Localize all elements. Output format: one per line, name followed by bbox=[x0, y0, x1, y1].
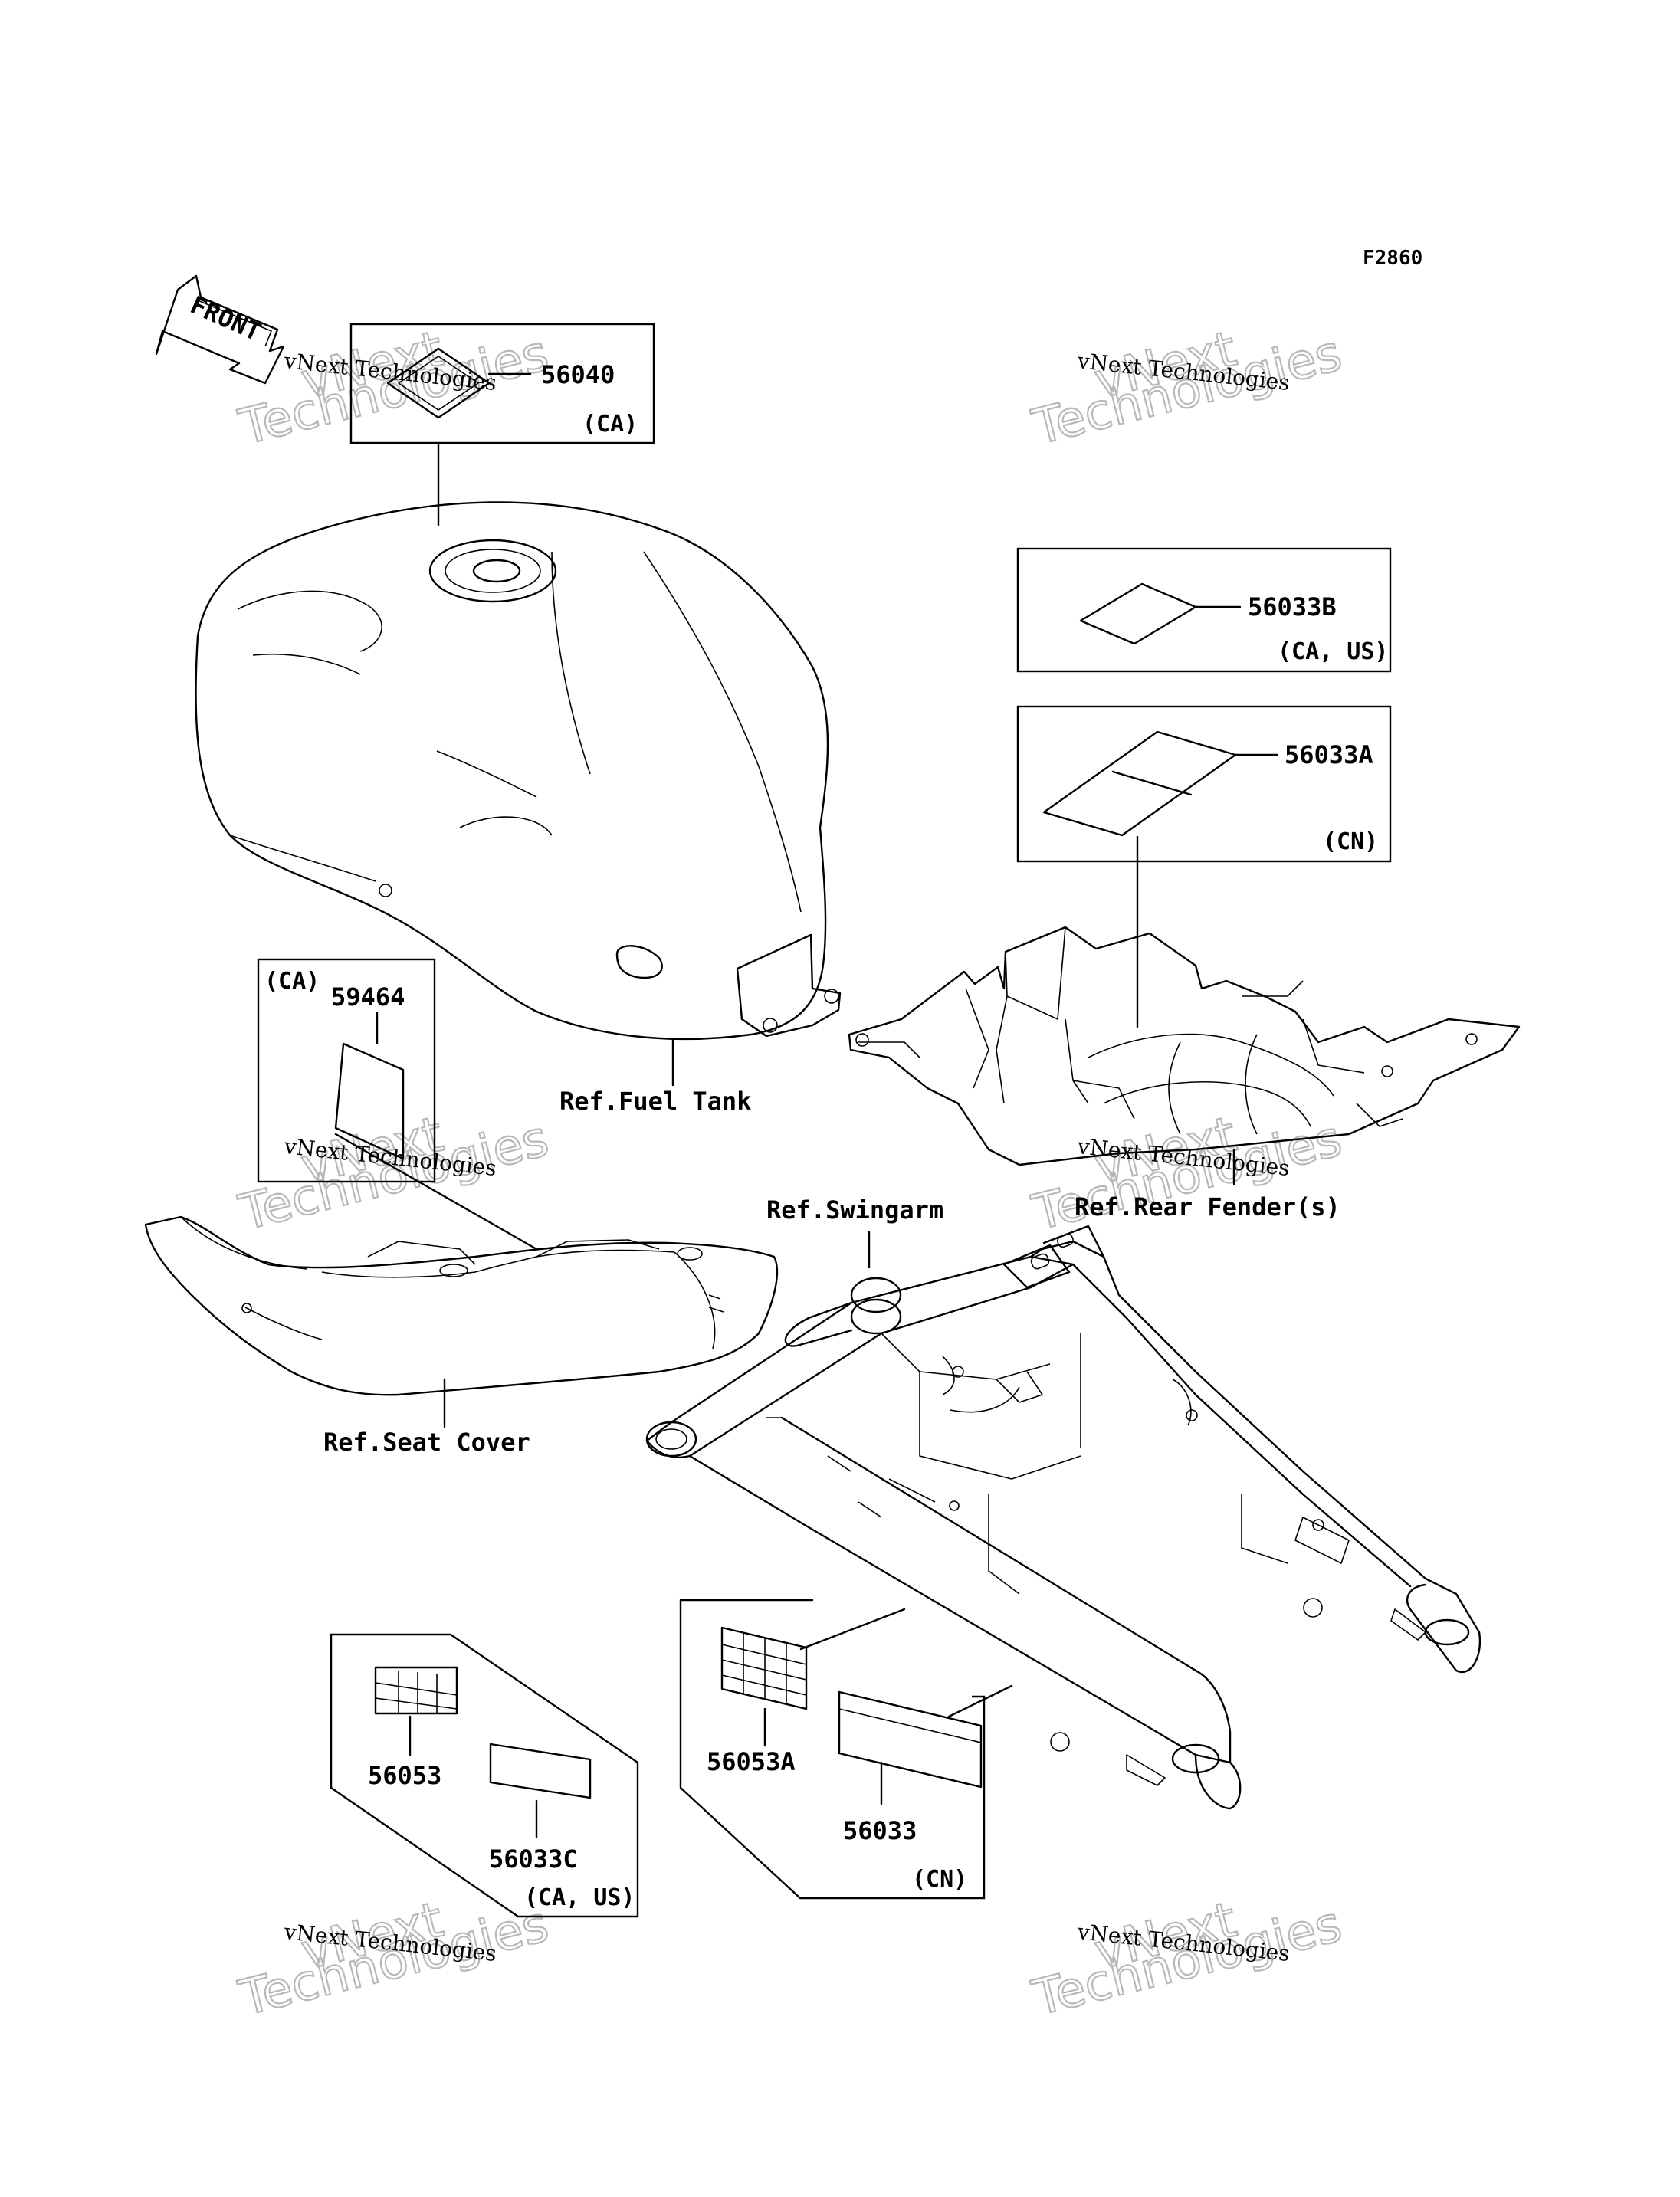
label-56033a-group: 56033A (CN) bbox=[1016, 705, 1392, 1028]
region-cn-56033a: (CN) bbox=[1323, 828, 1378, 855]
label-56033a-box bbox=[1016, 705, 1392, 863]
region-ca-59464: (CA) bbox=[264, 968, 320, 995]
part-number-56053a: 56053A bbox=[707, 1747, 796, 1776]
label-59464-box bbox=[257, 958, 436, 1183]
ref-rear-fender: Ref.Rear Fender(s) bbox=[1075, 1192, 1340, 1221]
label-group-cn-box bbox=[679, 1600, 986, 1900]
front-arrow-icon: FRONT bbox=[155, 274, 285, 385]
swingarm-drawing: Ref.Swingarm bbox=[645, 1195, 1481, 1810]
label-56033b-decal-icon bbox=[1079, 582, 1197, 645]
front-arrow-label: FRONT bbox=[186, 290, 265, 347]
watermark-top-right: vNext Technologies vNext Technologies bbox=[1026, 320, 1348, 457]
label-59464-group: (CA) 59464 bbox=[257, 958, 538, 1251]
label-56033-decal-icon bbox=[838, 1690, 983, 1789]
label-group-ca-us-box bbox=[330, 1633, 639, 1918]
label-56053a-decal-icon bbox=[720, 1626, 808, 1710]
region-ca-us-lower: (CA, US) bbox=[524, 1884, 635, 1911]
region-cn-lower: (CN) bbox=[912, 1866, 967, 1893]
label-56040-group: 56040 (CA) bbox=[349, 323, 655, 526]
label-56040-diamond-icon bbox=[386, 347, 491, 419]
part-number-56040: 56040 bbox=[541, 360, 615, 389]
ref-fuel-tank: Ref.Fuel Tank bbox=[559, 1087, 751, 1116]
ref-swingarm: Ref.Swingarm bbox=[766, 1195, 943, 1225]
label-59464-decal-icon bbox=[334, 1042, 405, 1160]
label-56033c-decal-icon bbox=[489, 1743, 592, 1799]
part-number-56033c: 56033C bbox=[489, 1844, 578, 1874]
watermark-bottom-left: vNext Technologies vNext Technologies bbox=[233, 1890, 555, 2028]
region-ca-us-56033b: (CA, US) bbox=[1278, 638, 1389, 665]
part-number-59464: 59464 bbox=[331, 982, 405, 1012]
part-number-56033: 56033 bbox=[843, 1816, 917, 1845]
part-number-56033b: 56033B bbox=[1248, 592, 1337, 621]
label-56033b-group: 56033B (CA, US) bbox=[1016, 547, 1392, 673]
label-56040-box bbox=[349, 323, 655, 444]
label-group-ca-us: 56053 56033C (CA, US) bbox=[330, 1633, 639, 1918]
fuel-tank-drawing: Ref.Fuel Tank bbox=[195, 501, 842, 1116]
part-number-56053: 56053 bbox=[368, 1761, 441, 1790]
rear-fender-drawing: Ref.Rear Fender(s) bbox=[848, 926, 1521, 1221]
label-56053-decal-icon bbox=[374, 1666, 458, 1715]
label-56033b-box bbox=[1016, 547, 1392, 673]
label-56033a-decal-icon bbox=[1042, 730, 1237, 837]
label-group-cn: 56053A 56033 (CN) bbox=[679, 1599, 1013, 1900]
part-number-56033a: 56033A bbox=[1285, 740, 1373, 769]
watermark-mid-left: vNext Technologies vNext Technologies bbox=[233, 1105, 555, 1242]
watermark-mid-right: vNext Technologies vNext Technologies bbox=[1026, 1105, 1348, 1242]
watermark-top-left: vNext Technologies vNext Technologies bbox=[233, 320, 555, 457]
figure-code: F2860 bbox=[1363, 247, 1422, 270]
seat-cover-drawing: Ref.Seat Cover bbox=[144, 1215, 779, 1457]
watermark-bottom-right: vNext Technologies vNext Technologies bbox=[1026, 1890, 1348, 2028]
region-ca-56040: (CA) bbox=[582, 411, 638, 438]
ref-seat-cover: Ref.Seat Cover bbox=[323, 1428, 530, 1457]
